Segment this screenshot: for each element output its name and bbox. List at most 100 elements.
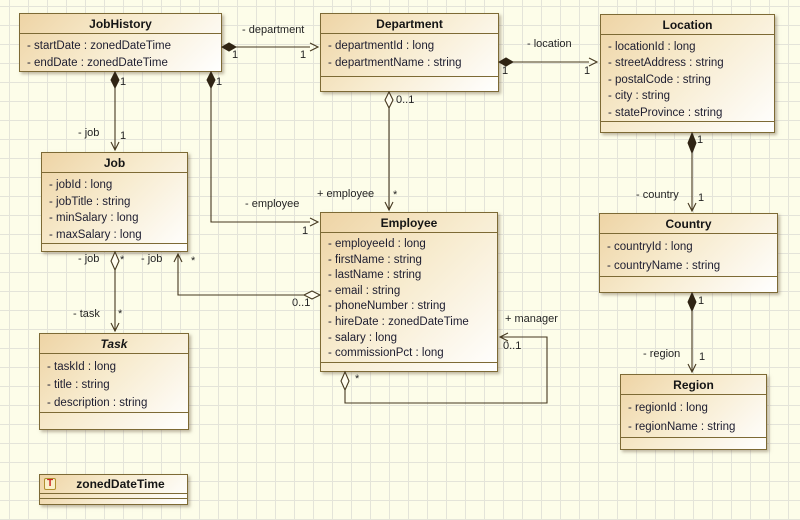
assoc-jobhistory-job[interactable] [110,70,120,152]
class-title: Country [600,214,777,234]
role-label-job: - job [141,253,163,265]
role-label-country: - country [636,189,679,201]
attribute: - endDate : zonedDateTime [27,57,168,69]
attribute: - postalCode : string [608,73,711,86]
attribute: - jobId : long [49,179,113,191]
attribute: - jobTitle : string [49,195,131,208]
multiplicity-label: * [118,308,123,320]
multiplicity-label: 1 [698,295,705,307]
attribute: - maxSalary : long [49,228,142,241]
role-label-manager: + manager [505,313,558,325]
class-attributes: - jobId : long - jobTitle : string - minSa… [42,173,187,243]
attribute: - minSalary : long [49,212,139,224]
multiplicity-label: 0..1 [503,340,522,352]
multiplicity-label: 1 [302,225,309,237]
class-attributes: - departmentId : long - departmentName : … [321,34,498,76]
operations-compartment [321,361,497,371]
multiplicity-label: * [120,254,125,266]
class-location[interactable]: Location - locationId : long - streetAddr… [600,14,775,133]
datatype-icon: T [44,478,56,490]
datatype-compartment [40,498,187,504]
operations-compartment [42,243,187,251]
role-label-employee-public: + employee [317,188,375,200]
operations-compartment [600,276,777,292]
multiplicity-label: 1 [216,76,223,88]
operations-compartment [621,437,766,449]
class-jobhistory[interactable]: JobHistory - startDate : zonedDateTime- … [19,13,222,72]
class-title: Location [601,15,774,35]
role-label-department: - department [242,24,305,36]
multiplicity-label: 1 [699,351,706,363]
class-attributes: - countryId : long - countryName : string [600,234,777,276]
datatype-zoneddatetime[interactable]: T zonedDateTime [39,474,188,505]
attribute: - city : string [608,90,670,103]
attribute: - description : string [47,397,148,409]
role-label-location: - location [527,38,572,50]
multiplicity-label: * [355,373,360,385]
multiplicity-label: 1 [232,49,239,61]
multiplicity-label: * [393,189,398,201]
attribute: - commissionPct : long [328,347,444,360]
attribute: - stateProvince : string [608,106,723,119]
attribute: - lastName : string [328,269,422,282]
attribute: - departmentId : long [328,40,435,52]
class-title: JobHistory [20,14,221,34]
class-attributes: - employeeId : long- firstName : string-… [321,233,497,362]
class-title: Region [621,375,766,395]
assoc-country-region[interactable] [687,291,697,374]
role-label-employee: - employee [245,198,300,210]
attribute: - email : string [328,284,401,297]
class-title: Employee [321,213,497,233]
attribute: - regionId : long [628,402,708,414]
multiplicity-label: 0..1 [396,94,415,106]
attribute: - locationId : long [608,41,696,53]
attribute: - salary : long [328,331,398,344]
multiplicity-label: 1 [698,192,705,204]
attribute: - departmentName : string [328,57,462,69]
class-attributes: - regionId : long - regionName : string [621,395,766,437]
assoc-department-employee[interactable] [384,90,394,212]
class-country[interactable]: Country - countryId : long - countryName … [599,213,778,293]
class-employee[interactable]: Employee - employeeId : long- firstName … [320,212,498,372]
datatype-title: zonedDateTime [76,477,165,491]
class-task[interactable]: Task - taskId : long - title : string - de… [39,333,189,430]
multiplicity-label: 1 [300,49,307,61]
role-label-job: - job [78,253,100,265]
multiplicity-label: 0..1 [292,297,311,309]
class-region[interactable]: Region - regionId : long - regionName : s… [620,374,767,450]
attribute: - employeeId : long [328,238,426,250]
attribute: - streetAddress : string [608,57,724,70]
multiplicity-label: 1 [697,134,704,146]
operations-compartment [601,121,774,132]
assoc-location-country[interactable] [687,131,697,213]
class-job[interactable]: Job - jobId : long - jobTitle : string - m… [41,152,188,252]
role-label-region: - region [643,348,681,360]
class-department[interactable]: Department - departmentId : long- depart… [320,13,499,92]
assoc-department-location[interactable] [497,57,599,67]
operations-compartment [40,412,188,429]
class-title: Task [40,334,188,354]
attribute: - taskId : long [47,361,117,373]
class-title: Department [321,14,498,34]
multiplicity-label: 1 [502,65,509,77]
multiplicity-label: 1 [120,76,127,88]
multiplicity-label: 1 [584,65,591,77]
multiplicity-label: * [191,255,196,267]
class-attributes: - taskId : long - title : string - descrip… [40,354,188,412]
attribute: - countryName : string [607,260,721,272]
role-label-job: - job [78,127,100,139]
attribute: - regionName : string [628,421,736,433]
role-label-task: - task [73,308,100,320]
multiplicity-label: 1 [120,130,127,142]
attribute: - phoneNumber : string [328,300,446,313]
assoc-employee-job[interactable] [173,252,322,300]
class-attributes: - locationId : long - streetAddress : str… [601,35,774,121]
class-attributes: - startDate : zonedDateTime - endDate : z… [20,34,221,72]
attribute: - startDate : zonedDateTime [27,40,172,52]
attribute: - countryId : long [607,241,693,253]
attribute: - hireDate : zonedDateTime [328,315,469,328]
class-title: Job [42,153,187,173]
attribute: - title : string [47,379,110,391]
operations-compartment [321,76,498,91]
